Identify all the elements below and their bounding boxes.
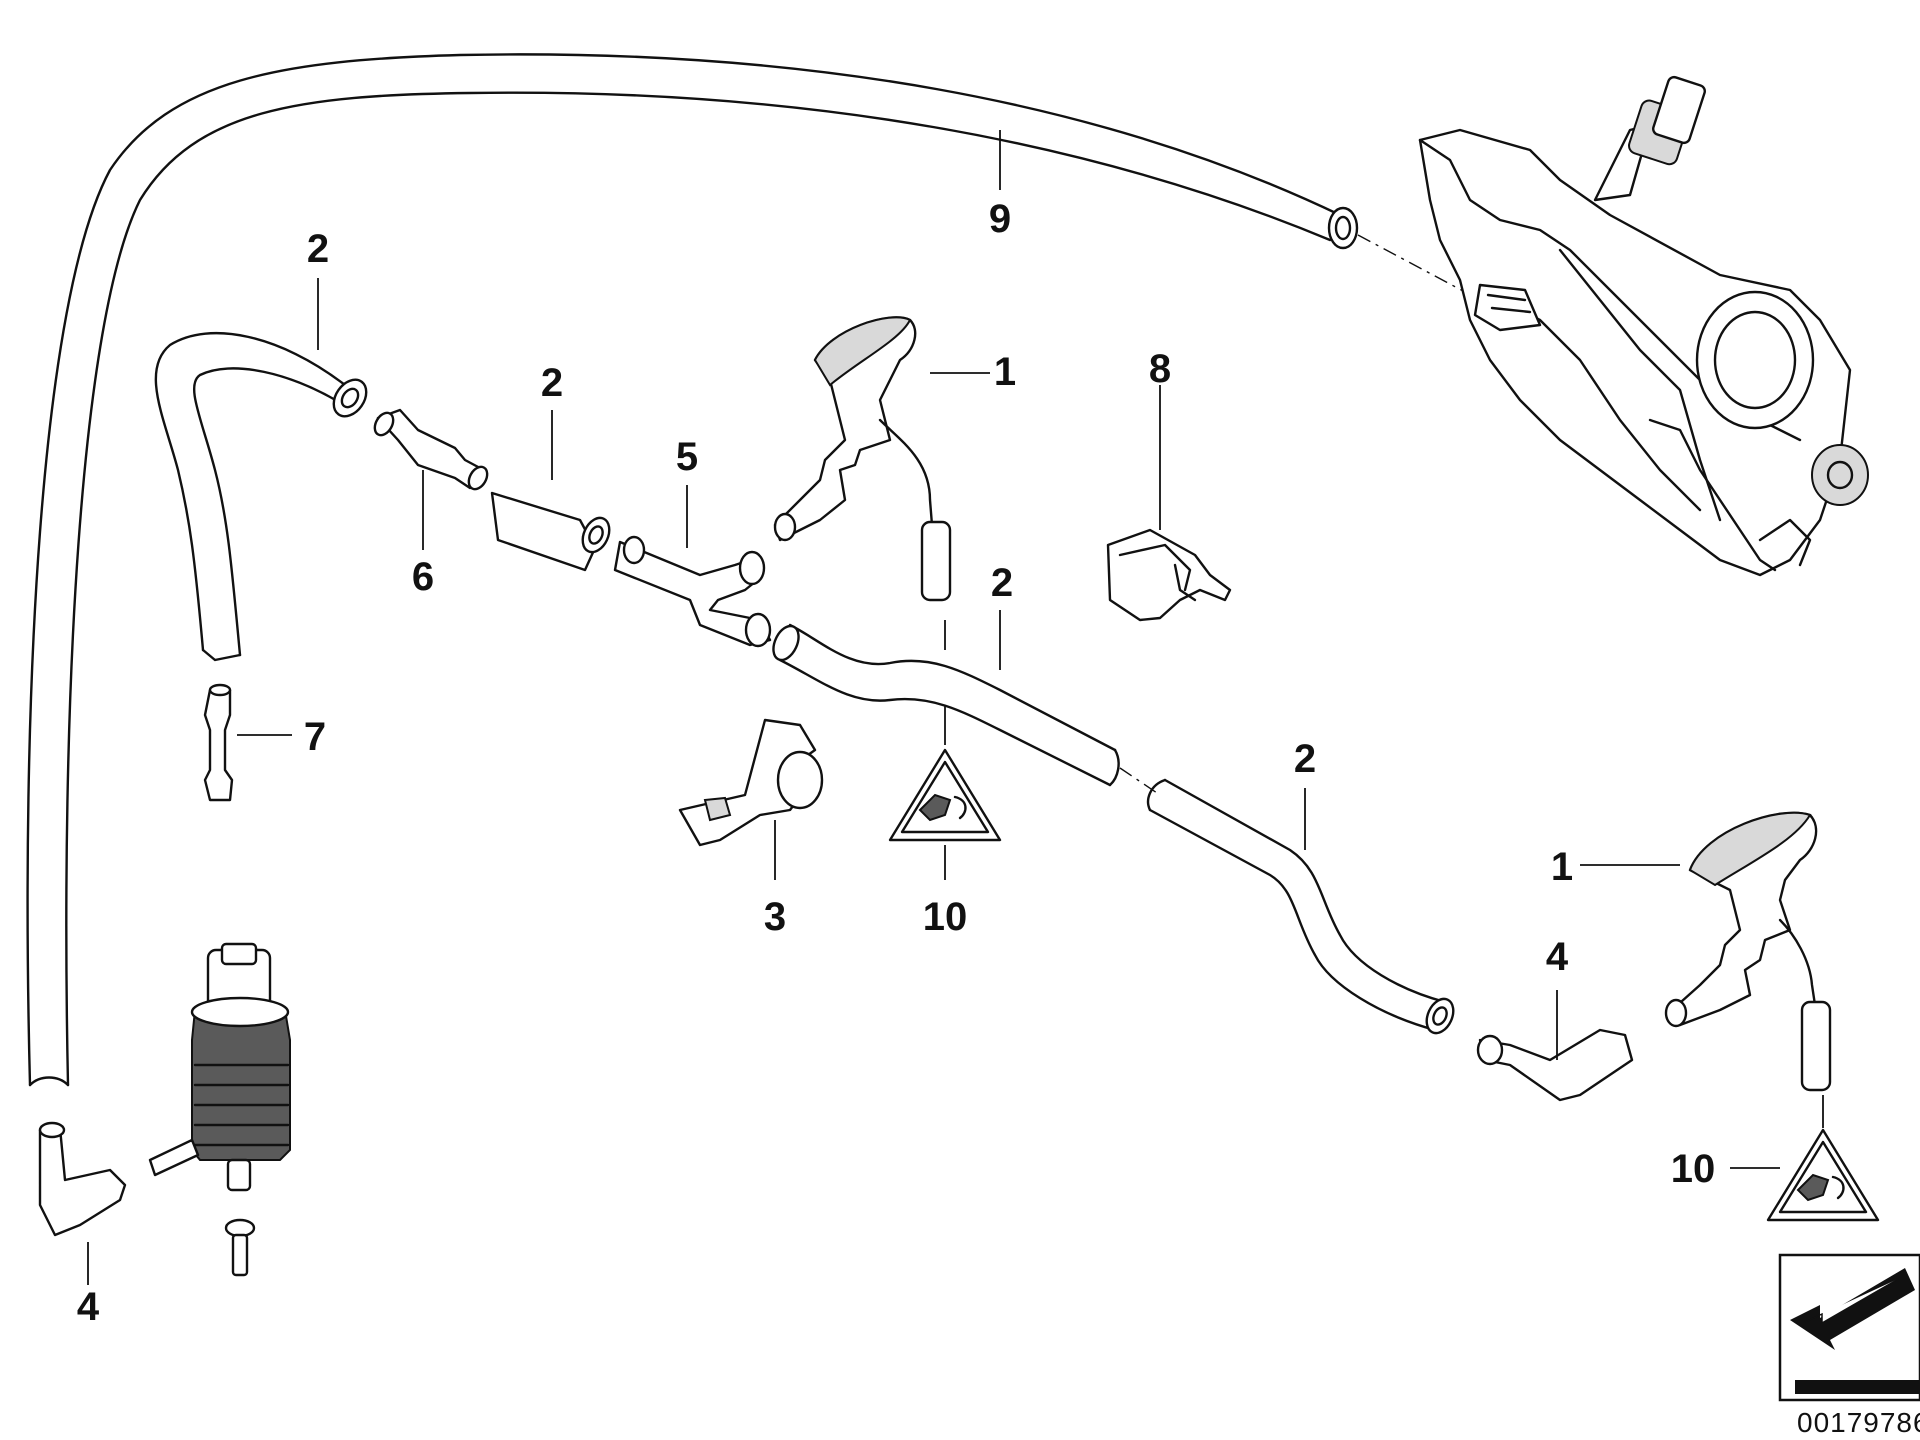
callout-4-right: 4 [1546, 935, 1569, 979]
connector-6 [373, 408, 489, 491]
callout-1-lower: 1 [1551, 845, 1573, 889]
callout-2-upper-left: 2 [307, 227, 329, 271]
callout-4-left: 4 [77, 1285, 100, 1329]
elbow-right [1476, 1028, 1634, 1102]
t-connector [613, 535, 772, 648]
callout-6: 6 [412, 555, 434, 599]
callout-3: 3 [764, 895, 786, 939]
washer-pump-icon [148, 942, 291, 1277]
clamp-3 [678, 718, 824, 847]
triangle-warning-icon [888, 748, 1002, 842]
washer-nozzle-lower-icon [1664, 811, 1832, 1092]
wiper-motor-icon [1418, 75, 1869, 577]
callout-10-middle: 10 [923, 895, 968, 939]
washer-nozzle-icon [773, 316, 952, 602]
long-hose [26, 53, 1359, 1087]
callout-9: 9 [989, 197, 1011, 241]
hose-upper-left [154, 331, 368, 662]
hose-lower-right [1146, 778, 1455, 1035]
callout-2-middle: 2 [541, 361, 563, 405]
triangle-warning-lower-icon [1766, 1128, 1880, 1222]
callout-7: 7 [304, 715, 326, 759]
orientation-arrow-icon [1778, 1253, 1920, 1402]
callout-10-lower: 10 [1671, 1147, 1716, 1191]
hose-center [772, 623, 1120, 787]
callout-1-upper: 1 [994, 350, 1016, 394]
callout-8: 8 [1149, 347, 1171, 391]
nipple-7 [203, 683, 234, 802]
elbow-left [38, 1121, 127, 1237]
callout-2-right-of-pipe: 2 [991, 561, 1013, 605]
leader-lines [87, 130, 1824, 1285]
clip-8 [1106, 528, 1232, 622]
callout-2-lower-right: 2 [1294, 737, 1316, 781]
hose-middle [490, 491, 611, 572]
document-number: 00179786 [1797, 1407, 1920, 1438]
callout-5: 5 [676, 435, 698, 479]
